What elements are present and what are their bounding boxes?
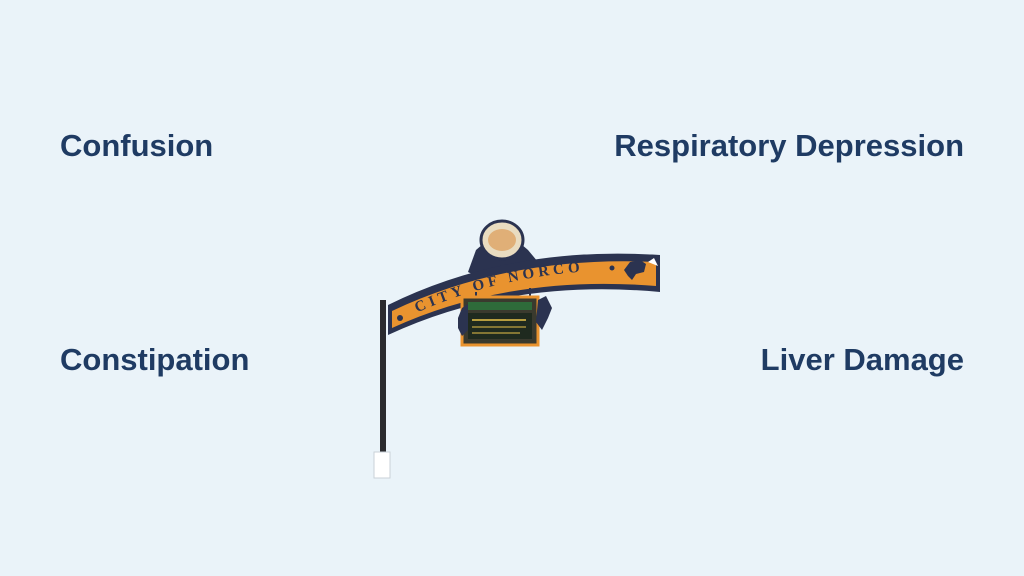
label-liver-damage: Liver Damage bbox=[760, 342, 964, 377]
arch-inner bbox=[392, 261, 656, 328]
horse-left bbox=[458, 304, 468, 336]
pole-base bbox=[373, 451, 391, 479]
label-respiratory-depression: Respiratory Depression bbox=[614, 128, 964, 163]
horse-right bbox=[536, 296, 552, 330]
sign-pole bbox=[380, 300, 386, 455]
horse-silhouette bbox=[624, 260, 646, 280]
city-sign-image: CITY OF NORCO bbox=[373, 219, 660, 479]
label-constipation: Constipation bbox=[60, 342, 250, 377]
label-confusion: Confusion bbox=[60, 128, 214, 163]
